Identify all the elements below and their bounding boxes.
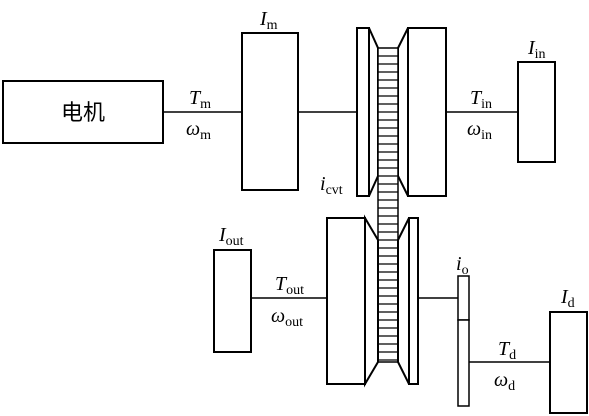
cvt-output-pulley-right-cone <box>397 217 410 385</box>
cvt-input-pulley-left-disc <box>356 27 370 197</box>
cvt-output-pulley-left-disc <box>326 217 366 385</box>
input-inertia-label: Iin <box>527 37 546 62</box>
output-torque-label: Tout <box>275 273 304 298</box>
motor-speed-label: ωm <box>186 118 211 143</box>
cvt-input-pulley-right-cone <box>397 27 409 197</box>
motor-torque-label: Tm <box>189 87 211 112</box>
motor-inertia-label: Im <box>259 8 278 33</box>
cvt-input-pulley-right-disc <box>407 27 447 197</box>
output-inertia-block <box>213 249 252 353</box>
input-inertia-block <box>517 61 556 163</box>
input-speed-label: ωin <box>467 118 492 143</box>
final-drive-gear-upper <box>457 275 470 321</box>
final-drive-gear-lower <box>457 319 470 407</box>
drive-torque-label: Td <box>498 338 516 363</box>
cvt-output-pulley-right-disc <box>408 217 419 385</box>
motor-inertia-block <box>241 32 299 191</box>
drive-inertia-label: Id <box>560 286 575 311</box>
motor-block <box>2 80 164 144</box>
cvt-input-pulley-left-cone <box>368 27 379 197</box>
input-torque-label: Tin <box>470 87 492 112</box>
motor-label: 电机 <box>61 101 105 126</box>
output-inertia-label: Iout <box>218 224 244 249</box>
output-speed-label: ωout <box>271 305 303 330</box>
cvt-output-pulley-left-cone <box>364 214 379 388</box>
cvt-belt <box>377 47 399 363</box>
cvt-belt-outline <box>377 47 399 363</box>
final-drive-ratio-label: io <box>456 253 469 278</box>
cvt-ratio-label: icvt <box>320 173 343 198</box>
drive-speed-label: ωd <box>494 369 515 394</box>
drive-inertia-block <box>549 311 588 414</box>
